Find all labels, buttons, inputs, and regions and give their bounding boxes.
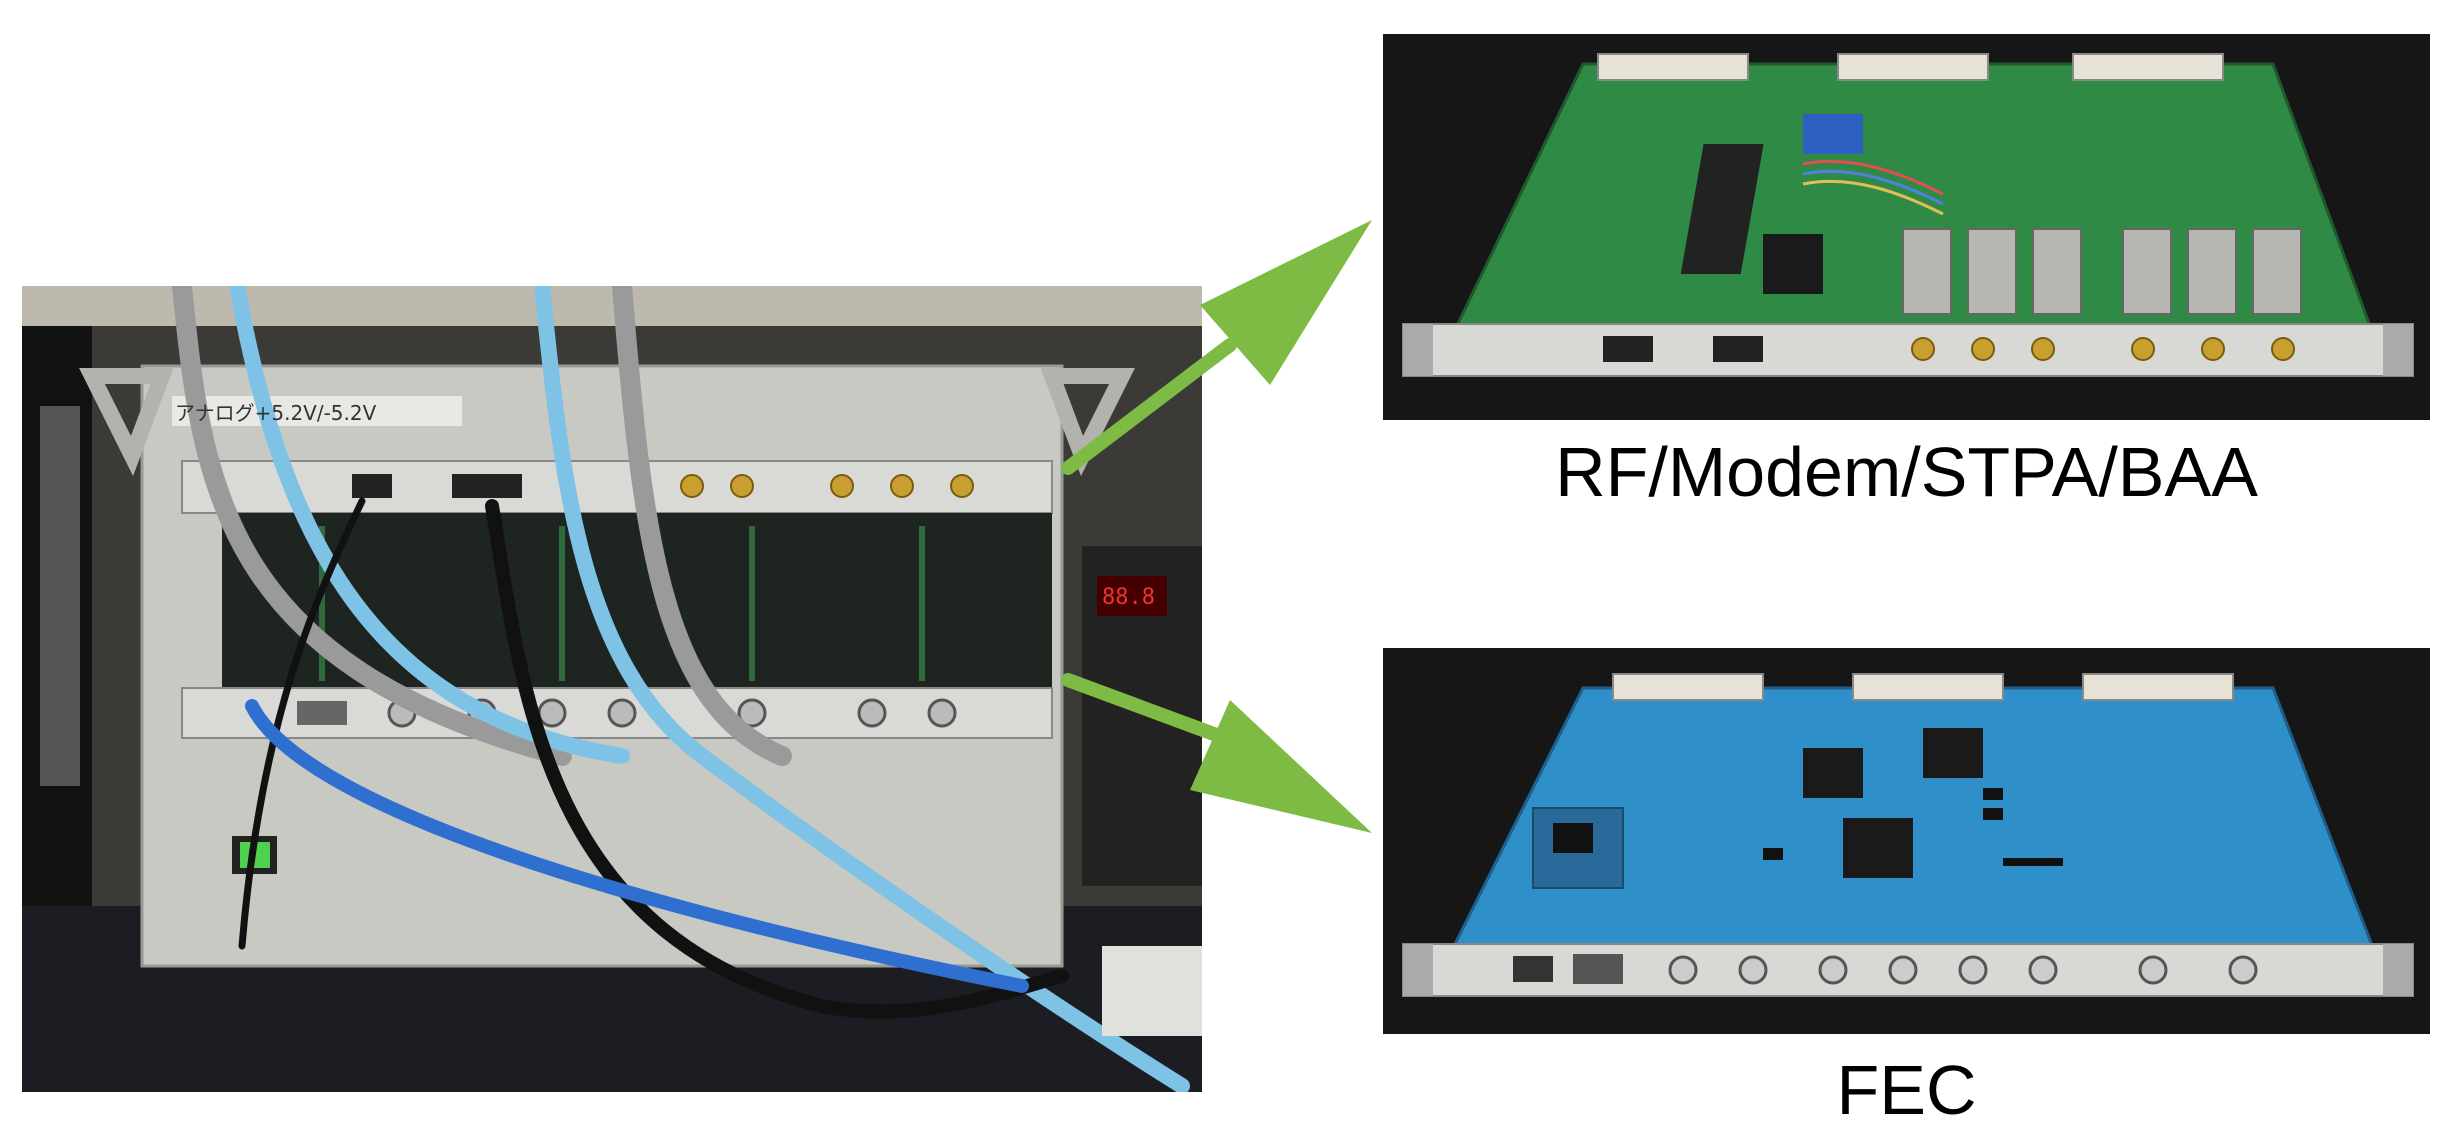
chassis-photo: 88.8	[22, 286, 1202, 1092]
rf-board-caption: RF/Modem/STPA/BAA	[1555, 433, 2258, 511]
rf-modem-board-photo	[1383, 34, 2430, 420]
svg-text:88.8: 88.8	[1102, 585, 1155, 610]
green-board-illustration	[1383, 34, 2430, 420]
chassis-label: アナログ+5.2V/-5.2V	[175, 401, 377, 425]
blue-board-illustration	[1383, 648, 2430, 1034]
fec-board-photo	[1383, 648, 2430, 1034]
fec-board-caption: FEC	[1836, 1051, 1977, 1129]
arrow-to-rf-board-icon	[1061, 220, 1372, 475]
arrow-to-fec-board-icon	[1061, 673, 1372, 833]
chassis-illustration: 88.8	[22, 286, 1202, 1092]
